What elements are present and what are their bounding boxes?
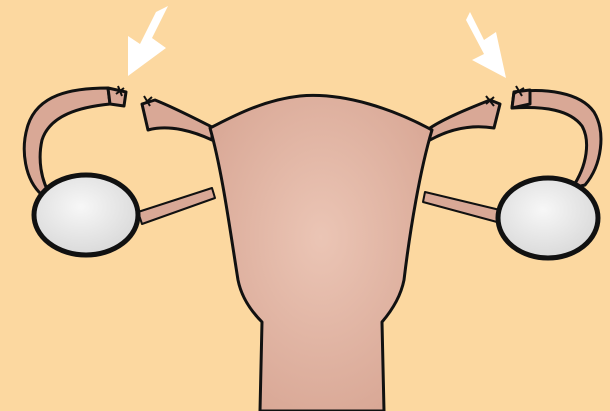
right-ovary — [498, 178, 598, 258]
left-tube-cut-end-outer — [108, 88, 126, 106]
left-ovary — [34, 175, 138, 255]
